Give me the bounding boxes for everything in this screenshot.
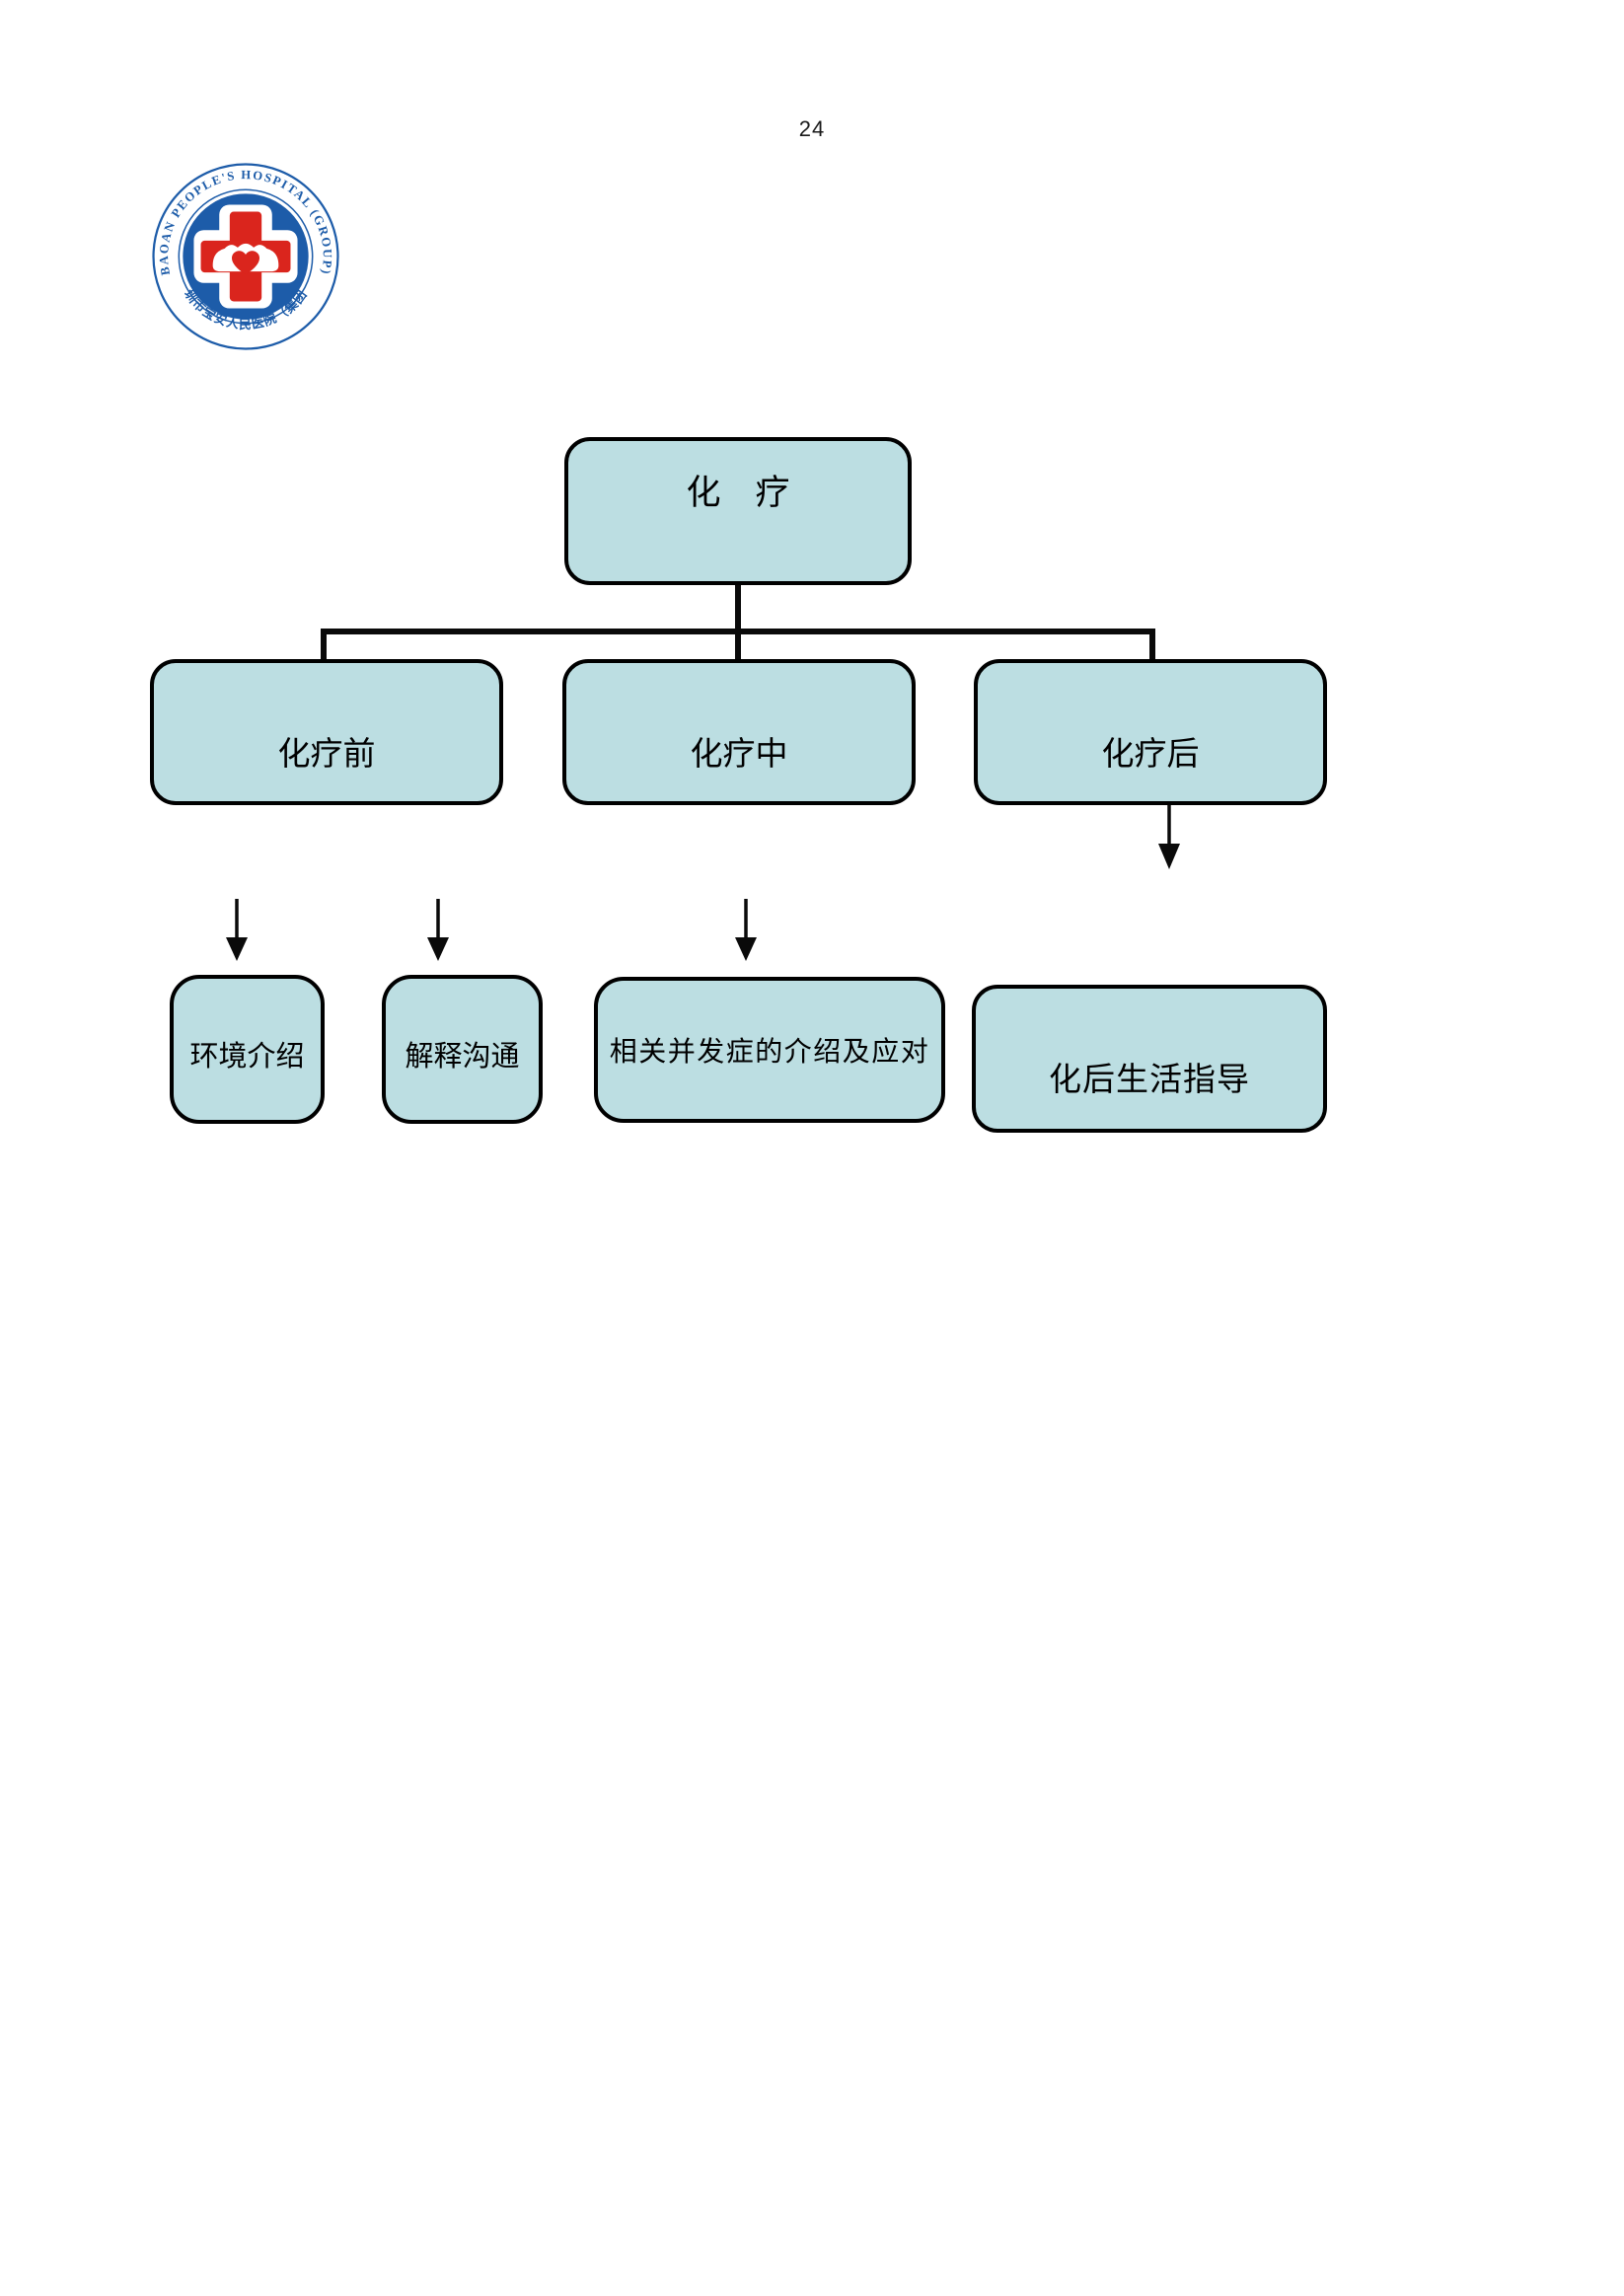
flowchart-box-before-chemo: 化疗前 [150, 659, 503, 805]
logo-cross-heart-icon [193, 204, 298, 309]
flowchart-box-life-guidance: 化后生活指导 [972, 985, 1327, 1133]
flowchart-box-after-chemo: 化疗后 [974, 659, 1327, 805]
logo-inner-ring [178, 188, 314, 325]
arrow-to-complications [735, 899, 757, 961]
hospital-logo: BAOAN PEOPLE'S HOSPITAL (GROUP) 深圳市宝安人民医… [151, 160, 339, 350]
page-number: 24 [798, 116, 826, 141]
arrow-to-environment [226, 899, 248, 961]
box-label: 化后生活指导 [1049, 1063, 1250, 1098]
flowchart-box-explain-communicate: 解释沟通 [382, 975, 543, 1124]
logo-outer-ring [152, 163, 339, 350]
box-label: 相关并发症的介绍及应对 [609, 1037, 930, 1068]
flowchart-box-during-chemo: 化疗中 [562, 659, 916, 805]
box-label: 化疗前 [277, 737, 376, 773]
arrow-to-communication [427, 899, 449, 961]
box-label: 化疗中 [690, 737, 788, 773]
box-label: 环境介绍 [189, 1040, 305, 1073]
arrow-post-to-life [1158, 805, 1180, 869]
flowchart-box-complications: 相关并发症的介绍及应对 [594, 977, 945, 1123]
box-label: 化 疗 [686, 473, 790, 512]
box-label: 化疗后 [1101, 737, 1200, 773]
flowchart-box-chemotherapy: 化 疗 [564, 437, 912, 585]
box-label: 解释沟通 [405, 1040, 520, 1073]
flowchart-box-environment-intro: 环境介绍 [170, 975, 325, 1124]
